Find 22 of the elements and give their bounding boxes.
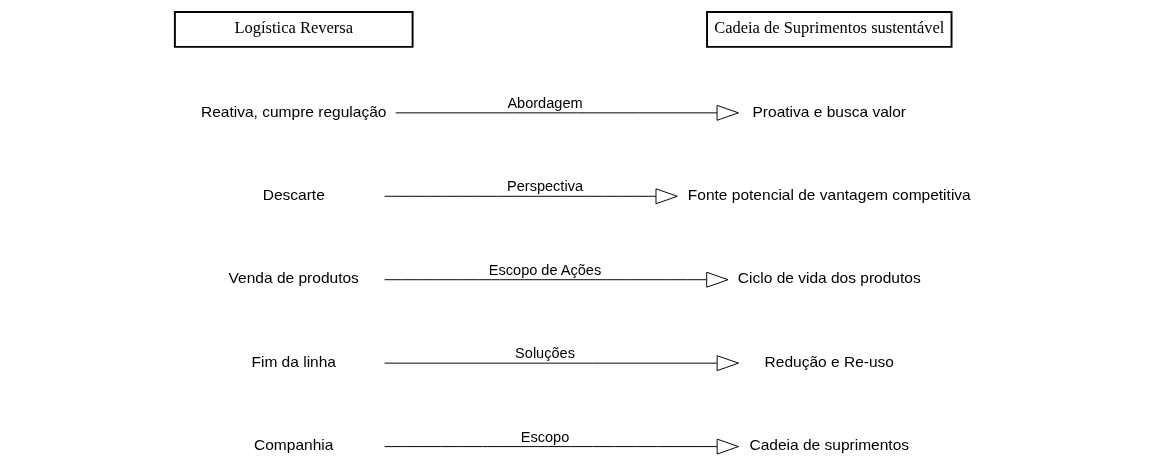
arrow (383, 271, 728, 288)
node-text: Reativa, cumpre regulação (200, 102, 386, 120)
node-text: Venda de produtos (228, 269, 359, 287)
arrow (383, 188, 678, 205)
edge-label: Soluções (514, 345, 575, 362)
arrow (394, 104, 739, 121)
edge-label: Abordagem (506, 94, 583, 111)
arrow (383, 355, 739, 372)
node-text: Redução e Re-uso (764, 352, 894, 370)
node-text: Fonte potencial de vantagem competitiva (687, 185, 971, 203)
label: Logística Reversa (233, 18, 353, 38)
label: Cadeia de Suprimentos sustentável (713, 18, 944, 38)
node-text: Descarte (262, 185, 325, 203)
node-text: Ciclo de vida dos produtos (737, 269, 921, 287)
node-text: Proativa e busca valor (752, 102, 906, 120)
node-text: Fim da linha (250, 352, 336, 370)
arrow (383, 438, 739, 455)
node-text: Companhia (253, 436, 333, 454)
edge-label: Escopo (520, 428, 569, 445)
edge-label: Escopo de Ações (488, 261, 601, 278)
node-text: Cadeia de suprimentos (749, 436, 909, 454)
edge-label: Perspectiva (506, 178, 583, 195)
